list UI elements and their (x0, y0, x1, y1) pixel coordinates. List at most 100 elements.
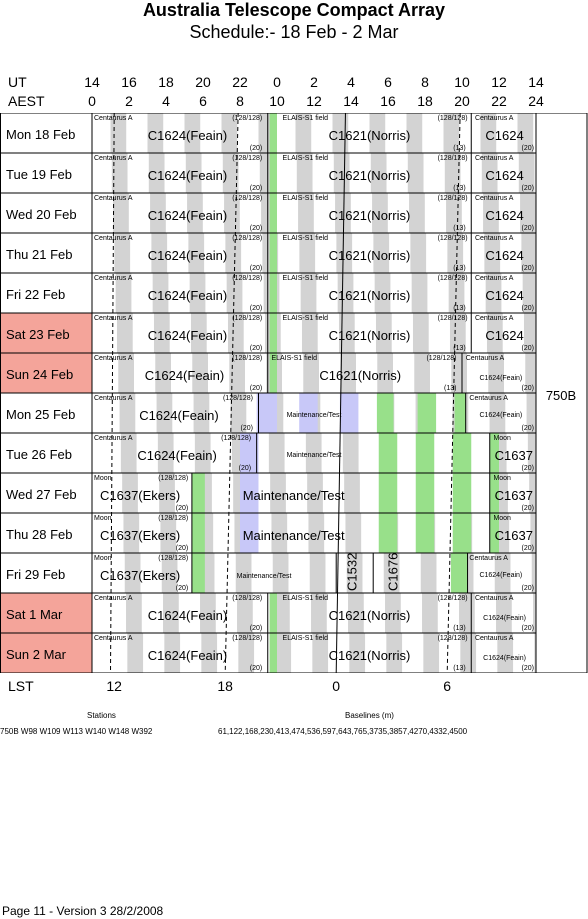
fraction-label: (20) (250, 625, 262, 632)
grey-band (411, 273, 428, 313)
ut-tick: 10 (454, 74, 470, 90)
project-label: C1621(Norris) (329, 608, 411, 623)
grey-band (447, 233, 464, 273)
project-label: C1624(Feain) (148, 248, 228, 263)
project-label: C1637(Ekers) (100, 488, 180, 503)
grey-band (372, 193, 388, 233)
green-band (269, 273, 277, 313)
fraction-label: (20) (522, 585, 534, 592)
green-band (269, 113, 277, 153)
project-label: C1637 (495, 488, 533, 503)
grey-band (160, 513, 177, 553)
ut-tick: 2 (310, 74, 318, 90)
source-label: Centaurus A (94, 275, 133, 282)
grey-band (301, 313, 318, 353)
band (452, 433, 472, 473)
aest-tick: 6 (199, 93, 207, 109)
page-title: Australia Telescope Compact Array (142, 0, 446, 20)
fraction-label: (128/128) (158, 515, 188, 522)
band (417, 393, 437, 433)
green-band (269, 313, 277, 353)
ut-tick: 8 (421, 74, 429, 90)
grey-band (111, 153, 128, 193)
source-label: ELAIS-S1 field (283, 115, 329, 122)
grey-band (406, 113, 423, 153)
grey-band (155, 353, 171, 393)
fraction-label: (128/128) (438, 235, 468, 242)
fraction-label: (20) (250, 145, 262, 152)
source-label: Centaurus A (475, 315, 514, 322)
fraction-label: (13) (453, 185, 465, 192)
fraction-label: (20) (522, 665, 534, 672)
green-band (269, 193, 277, 233)
grey-band (494, 553, 511, 593)
green-band (191, 513, 205, 553)
project-label: C1624 (485, 328, 523, 343)
day-label: Tue 26 Feb (6, 447, 72, 462)
grey-band (448, 273, 465, 313)
grey-band (497, 633, 514, 673)
green-band (269, 353, 277, 393)
grey-band (296, 153, 313, 193)
grey-band (337, 273, 354, 313)
ut-tick: 14 (84, 74, 100, 90)
band (376, 393, 394, 433)
grey-band (119, 393, 136, 433)
project-label: Maintenance/Test (287, 452, 342, 459)
fraction-label: (20) (250, 225, 262, 232)
fraction-label: (128/128) (438, 635, 468, 642)
grey-band (348, 593, 364, 633)
project-label: C1624(Feain) (139, 408, 219, 423)
grey-band (523, 313, 536, 353)
band (339, 393, 359, 433)
grey-band (113, 193, 129, 233)
source-label: Centaurus A (475, 635, 514, 642)
project-label: C1624(Feain) (137, 448, 217, 463)
band (452, 473, 472, 513)
grey-band (225, 233, 242, 273)
project-label: C1624(Feain) (148, 328, 228, 343)
grey-band (127, 633, 144, 673)
fraction-label: (20) (522, 505, 534, 512)
source-label: Centaurus A (466, 355, 505, 362)
project-label: C1624(Feain) (148, 128, 228, 143)
grey-band (527, 433, 536, 473)
grey-band (525, 353, 536, 393)
source-label: ELAIS-S1 field (283, 195, 329, 202)
green-band (191, 553, 205, 593)
day-label: Mon 18 Feb (6, 127, 75, 142)
band (378, 513, 398, 553)
fraction-label: (20) (522, 305, 534, 312)
project-label: C1637(Ekers) (100, 568, 180, 583)
grey-band (521, 233, 536, 273)
grey-band (305, 433, 322, 473)
source-label: Centaurus A (475, 115, 514, 122)
grey-band (342, 433, 359, 473)
day-label: Sun 24 Feb (6, 367, 73, 382)
fraction-label: (128/128) (223, 395, 253, 402)
grey-band (526, 393, 536, 433)
grey-band (268, 433, 285, 473)
fraction-label: (128/128) (232, 115, 262, 122)
band (489, 473, 499, 513)
grey-band (520, 193, 536, 233)
grey-band (185, 153, 202, 193)
band (454, 393, 466, 433)
fraction-label: (128/128) (426, 355, 456, 362)
baselines-title: Baselines (m) (345, 711, 394, 720)
band (240, 433, 259, 473)
grey-band (407, 153, 424, 193)
grey-band (488, 353, 504, 393)
grey-band (270, 473, 286, 513)
grey-band (373, 233, 390, 273)
project-label: C1624(Feain) (148, 648, 228, 663)
project-label: C1621(Norris) (319, 368, 401, 383)
grey-band (517, 113, 534, 153)
grey-band (533, 593, 536, 633)
lst-tick: 12 (106, 678, 122, 694)
green-band (269, 233, 277, 273)
band (452, 513, 472, 553)
source-label: ELAIS-S1 field (283, 595, 329, 602)
fraction-label: (128/128) (438, 195, 468, 202)
